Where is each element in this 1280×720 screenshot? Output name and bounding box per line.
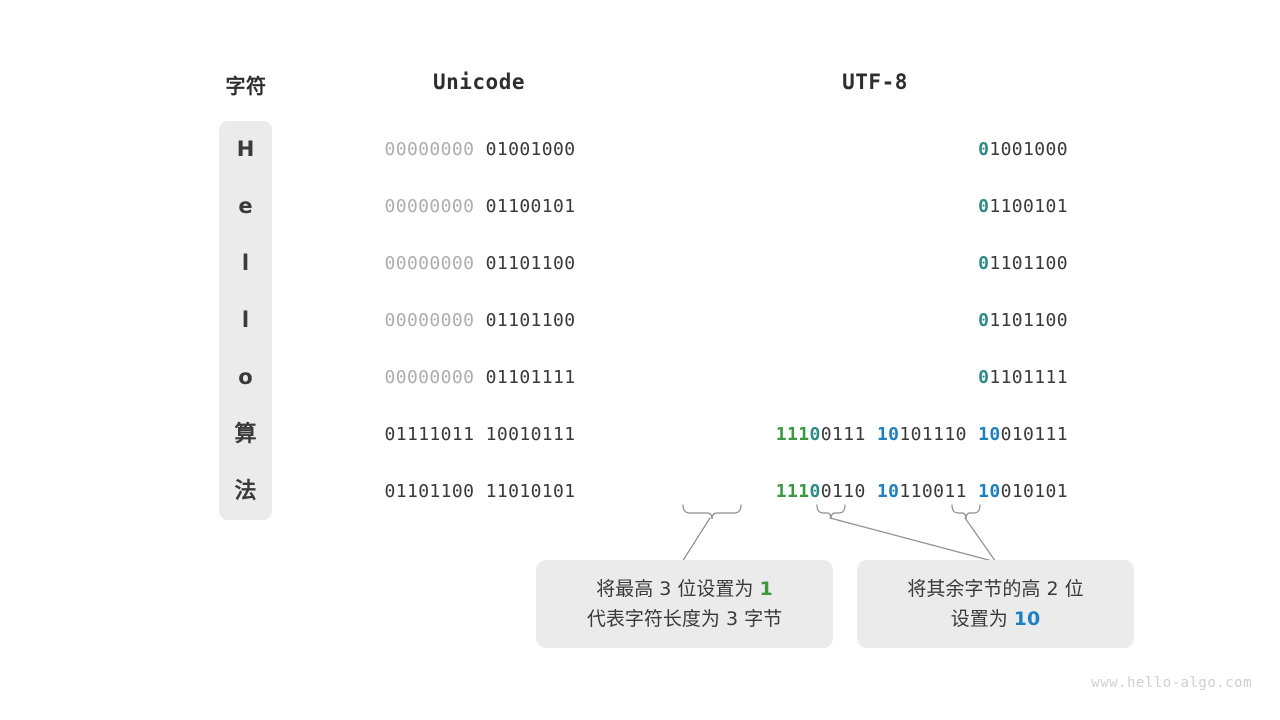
bit-run-dim: 00000000 [384, 310, 486, 331]
bit-run-dark: 110011 [899, 481, 979, 502]
note-right-line-2: 设置为 10 [951, 604, 1041, 634]
unicode-cell: 00000000 01001000 [330, 121, 630, 178]
note-left-line-2: 代表字符长度为 3 字节 [587, 604, 782, 634]
bit-run-dim: 00000000 [384, 139, 486, 160]
bit-run-dark: 1101100 [989, 310, 1068, 331]
character-cell: l [241, 308, 250, 332]
unicode-cell: 01101100 11010101 [330, 463, 630, 520]
utf8-cell: 01100101 [600, 178, 1068, 235]
bit-run-dark: 代表字符长度为 3 字节 [586, 608, 783, 630]
bit-run-dark: 01100101 [485, 196, 576, 217]
bit-run-teal: 0 [978, 310, 990, 331]
bit-run-teal: 0 [978, 253, 990, 274]
bit-run-blue: 10 [1013, 608, 1041, 630]
bit-run-dark: 01101100 [485, 253, 576, 274]
bit-run-dark: 将最高 3 位设置为 [596, 578, 760, 600]
bit-run-dark: 01101100 11010101 [384, 481, 576, 502]
character-cell: H [236, 137, 255, 161]
bit-run-dark: 01101111 [485, 367, 576, 388]
bit-run-teal: 0 [978, 367, 990, 388]
note-right-line-1: 将其余字节的高 2 位 [907, 574, 1083, 604]
column-header-character: 字符 [225, 74, 267, 98]
bit-run-dark: 01101100 [485, 310, 576, 331]
bit-run-blue: 10 [978, 481, 1001, 502]
bit-run-dark: 1100101 [989, 196, 1068, 217]
character-cell: e [238, 194, 253, 218]
bit-run-teal: 0 [809, 424, 821, 445]
note-box-continuation-bits: 将其余字节的高 2 位 设置为 10 [857, 560, 1134, 648]
bit-run-blue: 10 [876, 424, 900, 445]
bit-run-teal: 0 [978, 139, 990, 160]
bit-run-dark: 101110 [899, 424, 979, 445]
unicode-cell: 00000000 01101111 [330, 349, 630, 406]
utf8-cell: 01101100 [600, 292, 1068, 349]
note-box-length-prefix: 将最高 3 位设置为 1 代表字符长度为 3 字节 [536, 560, 833, 648]
column-header-unicode: Unicode [432, 70, 525, 94]
bit-run-dark: 1001000 [989, 139, 1068, 160]
character-column-panel [219, 121, 272, 520]
character-cell: 法 [234, 479, 257, 504]
bit-run-dark: 1101111 [989, 367, 1068, 388]
bit-run-grn: 1 [759, 578, 773, 600]
bit-run-dark: 010101 [1000, 481, 1068, 502]
bit-run-blue: 10 [876, 481, 900, 502]
bit-run-dim: 00000000 [384, 196, 486, 217]
bit-run-teal: 0 [809, 481, 821, 502]
unicode-cell: 00000000 01101100 [330, 235, 630, 292]
bit-run-dim: 00000000 [384, 367, 486, 388]
bit-run-grn: 111 [775, 424, 810, 445]
bit-run-teal: 0 [978, 196, 990, 217]
utf8-cell: 01101111 [600, 349, 1068, 406]
bit-run-blue: 10 [978, 424, 1001, 445]
character-cell: o [238, 365, 253, 389]
bit-run-dark: 0111 [820, 424, 877, 445]
bit-run-dark: 0110 [820, 481, 877, 502]
watermark: www.hello-algo.com [1091, 675, 1252, 691]
utf8-cell: 11100111 10101110 10010111 [600, 406, 1068, 463]
unicode-cell: 01111011 10010111 [330, 406, 630, 463]
column-header-utf8: UTF-8 [842, 70, 908, 94]
character-cell: 算 [234, 422, 257, 447]
bit-run-dark: 将其余字节的高 2 位 [907, 578, 1084, 600]
bit-run-grn: 111 [775, 481, 810, 502]
character-cell: l [241, 251, 250, 275]
unicode-cell: 00000000 01100101 [330, 178, 630, 235]
utf8-cell: 11100110 10110011 10010101 [600, 463, 1068, 520]
bit-run-dark: 010111 [1000, 424, 1068, 445]
bit-run-dark: 01001000 [485, 139, 576, 160]
note-left-line-1: 将最高 3 位设置为 1 [596, 574, 772, 604]
utf8-cell: 01001000 [600, 121, 1068, 178]
bit-run-dark: 设置为 [950, 608, 1014, 630]
bit-run-dark: 1101100 [989, 253, 1068, 274]
bit-run-dim: 00000000 [384, 253, 486, 274]
bit-run-dark: 01111011 10010111 [384, 424, 576, 445]
unicode-cell: 00000000 01101100 [330, 292, 630, 349]
utf8-cell: 01101100 [600, 235, 1068, 292]
